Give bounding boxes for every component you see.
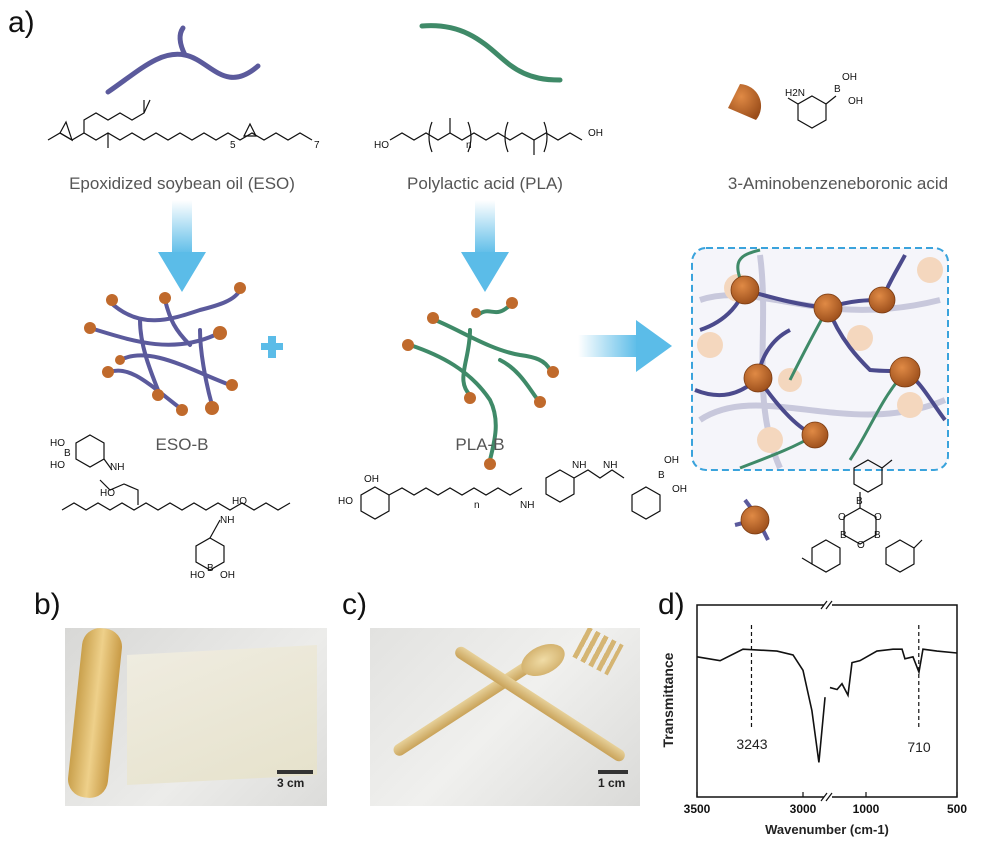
oxygen-label: O bbox=[838, 512, 846, 523]
x-tick-label: 1000 bbox=[852, 802, 880, 816]
panel-label-b: b) bbox=[34, 588, 61, 621]
network-box bbox=[691, 247, 949, 471]
boron-label: B bbox=[658, 470, 665, 481]
boroxine-structure bbox=[801, 459, 923, 573]
scale-bar-b bbox=[277, 770, 313, 774]
eso-structure bbox=[47, 99, 313, 148]
nh-label: NH bbox=[520, 500, 535, 511]
ho-label: HO bbox=[50, 438, 65, 449]
boron-label: B bbox=[840, 530, 847, 541]
oh-label: OH bbox=[364, 474, 379, 485]
aminoboronic-node-icon bbox=[728, 84, 762, 120]
scale-label-c: 1 cm bbox=[598, 776, 626, 790]
crosslink-node-icon bbox=[734, 498, 770, 541]
nh-label: NH bbox=[572, 460, 587, 471]
h2n-label: H2N bbox=[785, 88, 806, 99]
nh-label: NH bbox=[603, 460, 618, 471]
oh-label: OH bbox=[672, 484, 687, 495]
pla-structure bbox=[389, 118, 583, 155]
five-subscript: 5 bbox=[230, 140, 236, 151]
pla-b-cluster-icon bbox=[408, 303, 552, 462]
scale-bar-c bbox=[598, 770, 628, 774]
boron-label: B bbox=[856, 496, 863, 507]
arrow-down-pla-icon bbox=[461, 200, 509, 292]
peak-annotation-3243: 3243 bbox=[736, 736, 768, 752]
aminoboronic-structure bbox=[787, 95, 837, 129]
ho-label: HO bbox=[100, 488, 115, 499]
x-tick-label: 500 bbox=[946, 802, 968, 816]
eso-b-caption: ESO-B bbox=[155, 435, 209, 454]
seven-subscript: 7 bbox=[314, 140, 320, 151]
ho-label: HO bbox=[232, 496, 247, 507]
n-subscript: n bbox=[474, 500, 480, 511]
eso-caption: Epoxidized soybean oil (ESO) bbox=[69, 174, 295, 193]
ho-label: HO bbox=[338, 496, 353, 507]
oh-label: OH bbox=[842, 72, 857, 83]
panel-label-a: a) bbox=[8, 6, 35, 39]
film-roll-photo: 3 cm bbox=[65, 628, 327, 806]
axis-break-gap bbox=[824, 793, 832, 801]
eso-b-nodes bbox=[84, 282, 246, 416]
panel-label-c: c) bbox=[342, 588, 367, 621]
nh-label: NH bbox=[220, 515, 235, 526]
ho-label: HO bbox=[50, 460, 65, 471]
ftir-chart bbox=[696, 600, 958, 802]
ho-label: HO bbox=[374, 140, 389, 151]
eso-b-cluster-icon bbox=[88, 288, 242, 410]
spectrum-line-high bbox=[696, 648, 826, 763]
plot-frame bbox=[696, 604, 958, 798]
axis-break-gap bbox=[824, 601, 832, 609]
boron-label: B bbox=[207, 563, 214, 574]
y-axis-label: Transmittance bbox=[660, 652, 676, 748]
spoon-fork-photo: 1 cm bbox=[370, 628, 640, 806]
axis-break-icon bbox=[820, 792, 833, 802]
oh-label: OH bbox=[664, 455, 679, 466]
fork-tines bbox=[572, 628, 624, 676]
x-axis-label: Wavenumber (cm-1) bbox=[765, 822, 889, 837]
panel-label-d: d) bbox=[658, 588, 685, 621]
film-sheet bbox=[127, 645, 317, 785]
plus-icon bbox=[261, 336, 283, 358]
oh-label: OH bbox=[220, 570, 235, 581]
film-roll bbox=[66, 628, 124, 800]
network-nodes bbox=[730, 275, 921, 449]
boron-label: B bbox=[64, 448, 71, 459]
aba-caption: 3-Aminobenzeneboronic acid bbox=[727, 174, 949, 193]
boron-label: B bbox=[874, 530, 881, 541]
pla-caption: Polylactic acid (PLA) bbox=[407, 174, 563, 193]
pla-strand-icon bbox=[419, 23, 563, 83]
oxygen-label: O bbox=[857, 540, 865, 551]
x-tick-label: 3500 bbox=[683, 802, 711, 816]
x-tick-label: 3000 bbox=[789, 802, 817, 816]
oh-label: OH bbox=[848, 96, 863, 107]
arrow-right-icon bbox=[578, 320, 672, 372]
spectrum-line-low bbox=[829, 648, 958, 698]
n-subscript: n bbox=[466, 140, 472, 151]
scale-label-b: 3 cm bbox=[277, 776, 305, 790]
axis-break-icon bbox=[820, 600, 833, 610]
eso-b-structure bbox=[61, 434, 291, 571]
oxygen-label: O bbox=[874, 512, 882, 523]
boron-label: B bbox=[834, 84, 841, 95]
pla-b-structure bbox=[360, 469, 661, 520]
pla-b-caption: PLA-B bbox=[455, 435, 505, 454]
pla-b-nodes bbox=[402, 297, 559, 470]
nh-label: NH bbox=[110, 462, 125, 473]
eso-strand-icon bbox=[105, 25, 261, 95]
peak-annotation-710: 710 bbox=[907, 739, 931, 755]
ho-label: HO bbox=[190, 570, 205, 581]
oh-label: OH bbox=[588, 128, 603, 139]
arrow-down-eso-icon bbox=[158, 200, 206, 292]
